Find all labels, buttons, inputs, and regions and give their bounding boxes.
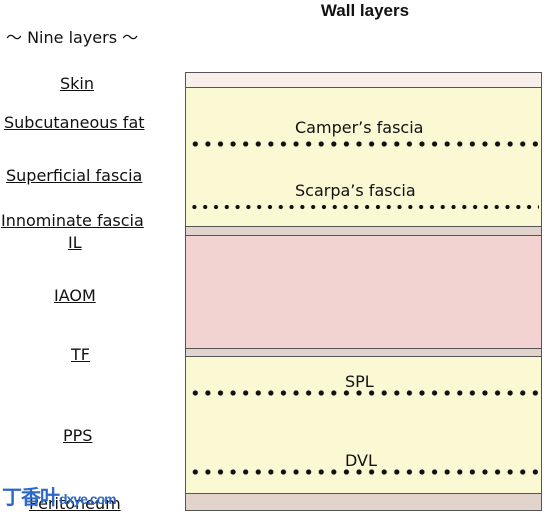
label-peritoneum: Peritoneum bbox=[29, 494, 121, 513]
layer-skin bbox=[185, 72, 542, 88]
watermark-domain: dxye.com bbox=[59, 491, 117, 507]
layer-iaom bbox=[185, 235, 542, 349]
subtitle: 〜 Nine layers 〜 bbox=[6, 28, 139, 47]
layer-peritoneum bbox=[185, 493, 542, 511]
label-pps: PPS bbox=[63, 426, 93, 445]
label-subcutaneous-fat: Subcutaneous fat bbox=[4, 113, 145, 132]
label-dvl: DVL bbox=[345, 451, 377, 470]
label-campers-fascia: Camper’s fascia bbox=[295, 118, 424, 137]
label-superficial-fascia: Superficial fascia bbox=[6, 166, 143, 185]
dvl-line bbox=[189, 468, 539, 476]
watermark-logo: 丁香叶dxye.com bbox=[2, 481, 117, 510]
label-tf: TF bbox=[71, 345, 90, 364]
campers-fascia-line bbox=[189, 140, 539, 148]
diagram-title: Wall layers bbox=[320, 1, 410, 20]
label-iaom: IAOM bbox=[54, 286, 96, 305]
watermark-cn: 丁香叶 bbox=[2, 485, 60, 509]
spl-line bbox=[189, 389, 539, 397]
scarpas-fascia-line bbox=[189, 203, 539, 211]
label-il: IL bbox=[68, 233, 82, 252]
label-innominate-fascia: Innominate fascia bbox=[1, 211, 144, 230]
label-skin: Skin bbox=[60, 74, 95, 93]
label-scarpas-fascia: Scarpa’s fascia bbox=[295, 181, 416, 200]
label-spl: SPL bbox=[345, 372, 374, 391]
